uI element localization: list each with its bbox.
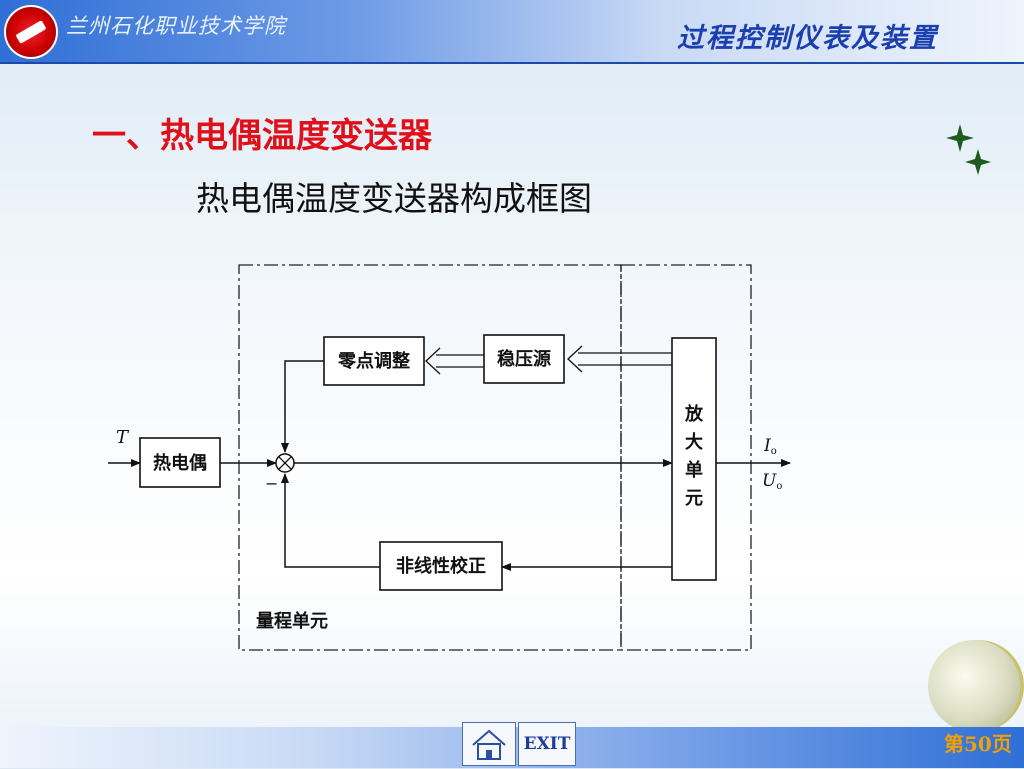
zero-adjust-label: 零点调整: [337, 350, 410, 372]
regulated-supply-label: 稳压源: [497, 348, 551, 370]
home-icon: [472, 729, 506, 760]
globe-icon: [928, 640, 1020, 732]
slide-subheading: 热电偶温度变送器构成框图: [196, 179, 592, 218]
amplifier-block: [671, 337, 717, 581]
nonlinear-correction-label: 非线性校正: [396, 555, 486, 577]
range-unit-frame: [238, 264, 622, 651]
amplifier-frame: [620, 264, 752, 651]
course-title: 过程控制仪表及装置: [677, 23, 938, 54]
thermocouple-block: [139, 437, 221, 488]
range-unit-label: 量程单元: [256, 610, 328, 632]
page-number: 第50页: [944, 732, 1012, 756]
output-voltage-label: Uo: [762, 471, 782, 492]
amplifier-char-4: 元: [685, 488, 703, 509]
summing-junction-icon: [275, 453, 295, 473]
amplifier-char-2: 大: [685, 431, 703, 453]
school-logo-icon: [4, 5, 58, 59]
input-label: T: [116, 427, 130, 448]
header-bar: [0, 0, 1024, 64]
double-arrow-supply-to-zero: [425, 347, 484, 375]
school-name: 兰州石化职业技术学院: [66, 14, 286, 38]
slide-heading: 一、热电偶温度变送器: [92, 116, 432, 156]
amplifier-char-1: 放: [684, 403, 704, 425]
block-diagram: T 热电偶 − 零点调整 稳压源 放 大 单 元 Io Uo 非线性校正: [108, 264, 791, 651]
sparkle-icon: [946, 124, 991, 175]
thermocouple-label: 热电偶: [153, 452, 207, 474]
regulated-supply-block: [483, 334, 565, 384]
minus-sign: −: [265, 474, 278, 493]
double-arrow-amp-to-supply: [567, 345, 672, 373]
output-current-label: Io: [763, 436, 777, 457]
amplifier-char-3: 单: [685, 459, 703, 481]
exit-button[interactable]: EXIT: [518, 722, 576, 766]
zero-adjust-block: [323, 336, 425, 386]
home-button[interactable]: [462, 722, 516, 766]
